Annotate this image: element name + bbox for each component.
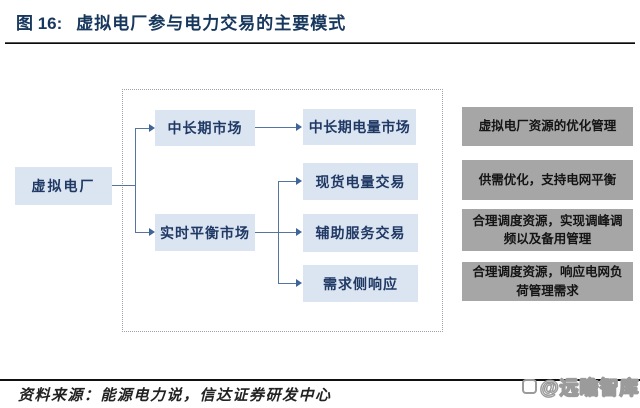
watermark-text: @远瞻智库 (540, 378, 640, 400)
node-demand-side-response: 需求侧响应 (303, 265, 418, 302)
note-optimized-management: 虚拟电厂资源的优化管理 (462, 107, 633, 146)
node-mid-term-energy-market: 中长期电量市场 (303, 109, 416, 145)
connector-line (255, 127, 297, 128)
arrow-icon (296, 177, 302, 185)
note-peak-frequency-reserve: 合理调度资源，实现调峰调频以及备用管理 (462, 209, 633, 251)
node-spot-energy-trading: 现货电量交易 (303, 163, 418, 200)
connector-line (255, 232, 279, 233)
arrow-icon (296, 279, 302, 287)
note-load-management: 合理调度资源，响应电网负荷管理需求 (462, 262, 633, 301)
connector-line (135, 232, 149, 233)
connector-line (112, 185, 136, 186)
source-note: 资料来源：能源电力说，信达证券研发中心 (18, 388, 332, 404)
figure-number-label: 图 16: (16, 14, 63, 33)
figure-title: 虚拟电厂参与电力交易的主要模式 (76, 14, 347, 33)
arrow-icon (149, 124, 155, 132)
connector-line (135, 128, 149, 129)
connector-line (278, 181, 297, 182)
node-mid-term-market: 中长期市场 (155, 110, 255, 146)
node-virtual-power-plant: 虚拟电厂 (15, 167, 112, 205)
figure-header: 图 16: 虚拟电厂参与电力交易的主要模式 (16, 9, 346, 34)
title-divider (5, 42, 635, 44)
arrow-icon (149, 228, 155, 236)
arrow-icon (296, 228, 302, 236)
note-supply-demand-optimization: 供需优化，支持电网平衡 (462, 160, 633, 200)
watermark-logo-icon (522, 379, 537, 394)
connector-line (135, 128, 136, 233)
connector-line (278, 232, 297, 233)
dashed-frame (122, 89, 443, 332)
node-ancillary-services-trading: 辅助服务交易 (303, 214, 418, 252)
footer-divider (0, 379, 640, 381)
node-realtime-balance-market: 实时平衡市场 (155, 214, 255, 251)
connector-line (278, 283, 297, 284)
watermark: @远瞻智库 (522, 373, 640, 400)
arrow-icon (296, 123, 302, 131)
